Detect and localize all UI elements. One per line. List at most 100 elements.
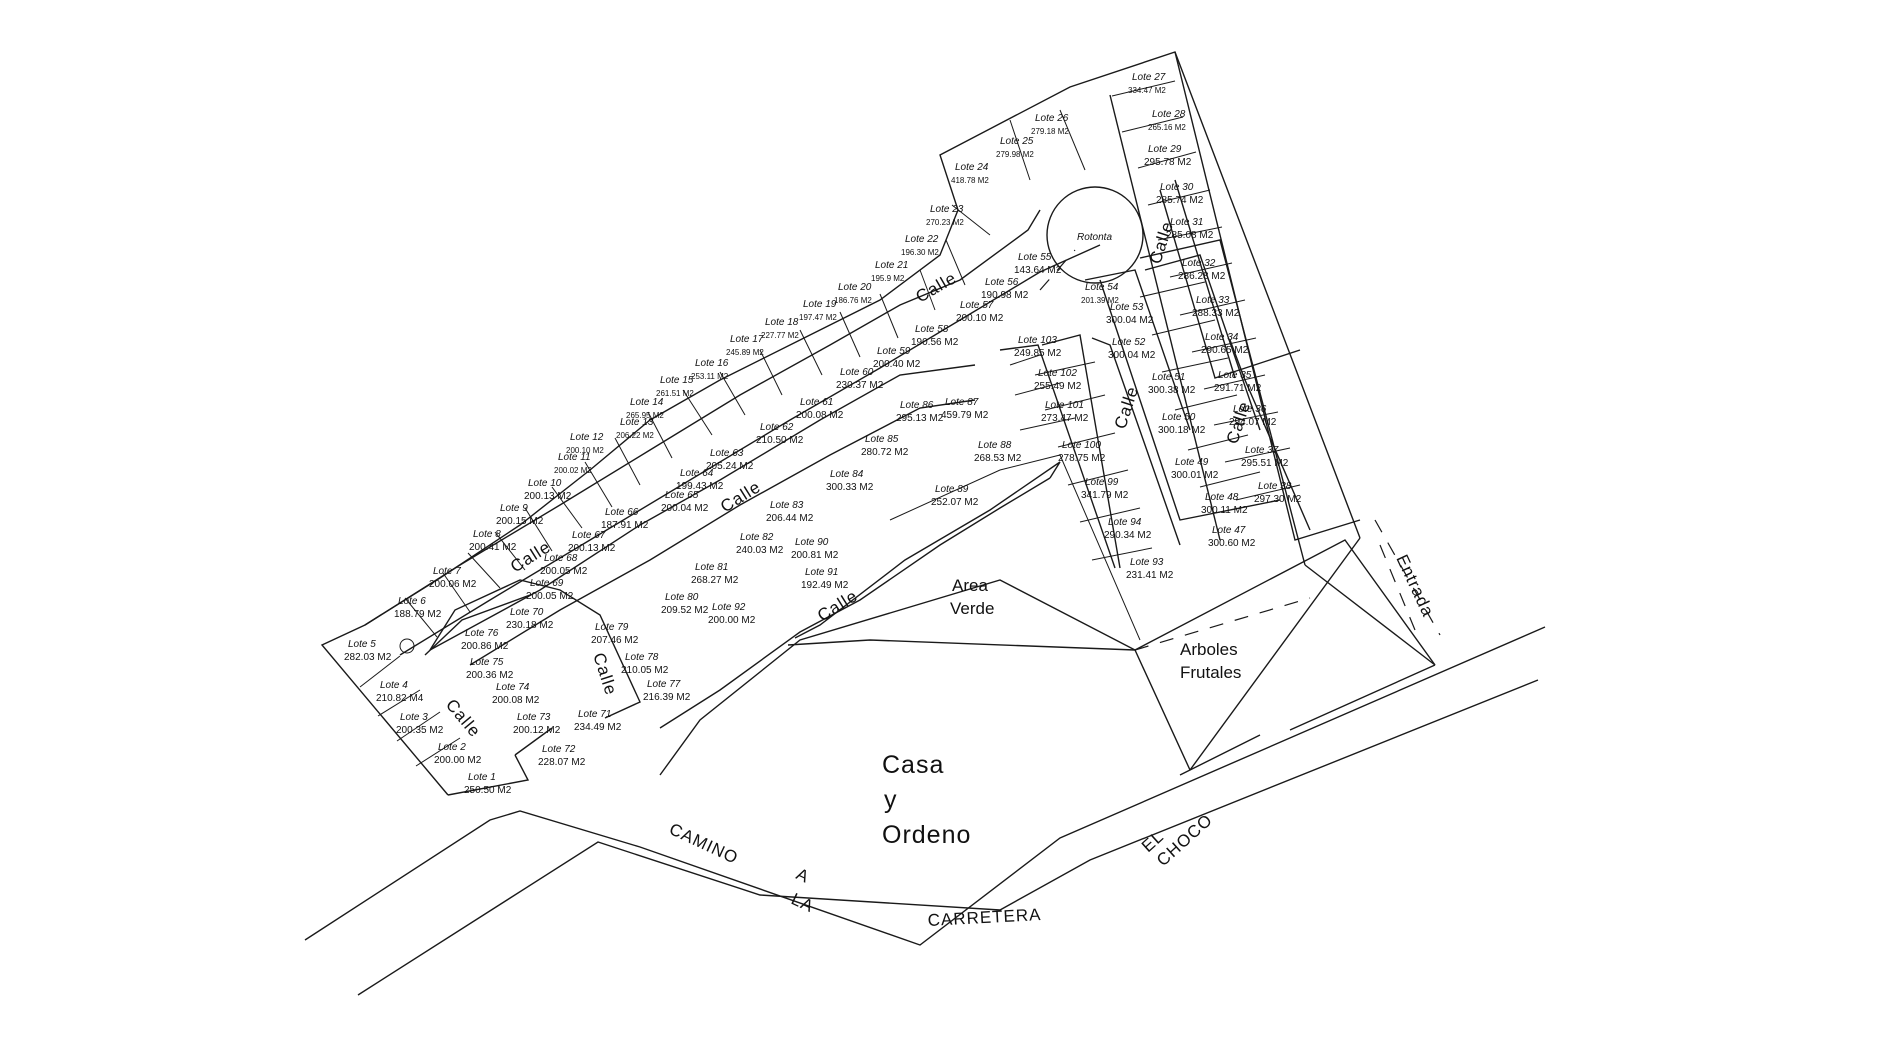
- lot-name: Lote 82: [740, 532, 774, 543]
- lot-name: Lote 50: [1162, 412, 1196, 423]
- lot-name: Lote 4: [380, 680, 408, 691]
- lot-name: Lote 89: [935, 484, 969, 495]
- lot-area: 210.05 M2: [621, 665, 669, 676]
- lot-name: Lote 56: [985, 277, 1019, 288]
- calle-label-low: Calle: [814, 586, 861, 625]
- lot-name: Lote 16: [695, 358, 729, 369]
- lot-area: 200.15 M2: [496, 516, 544, 527]
